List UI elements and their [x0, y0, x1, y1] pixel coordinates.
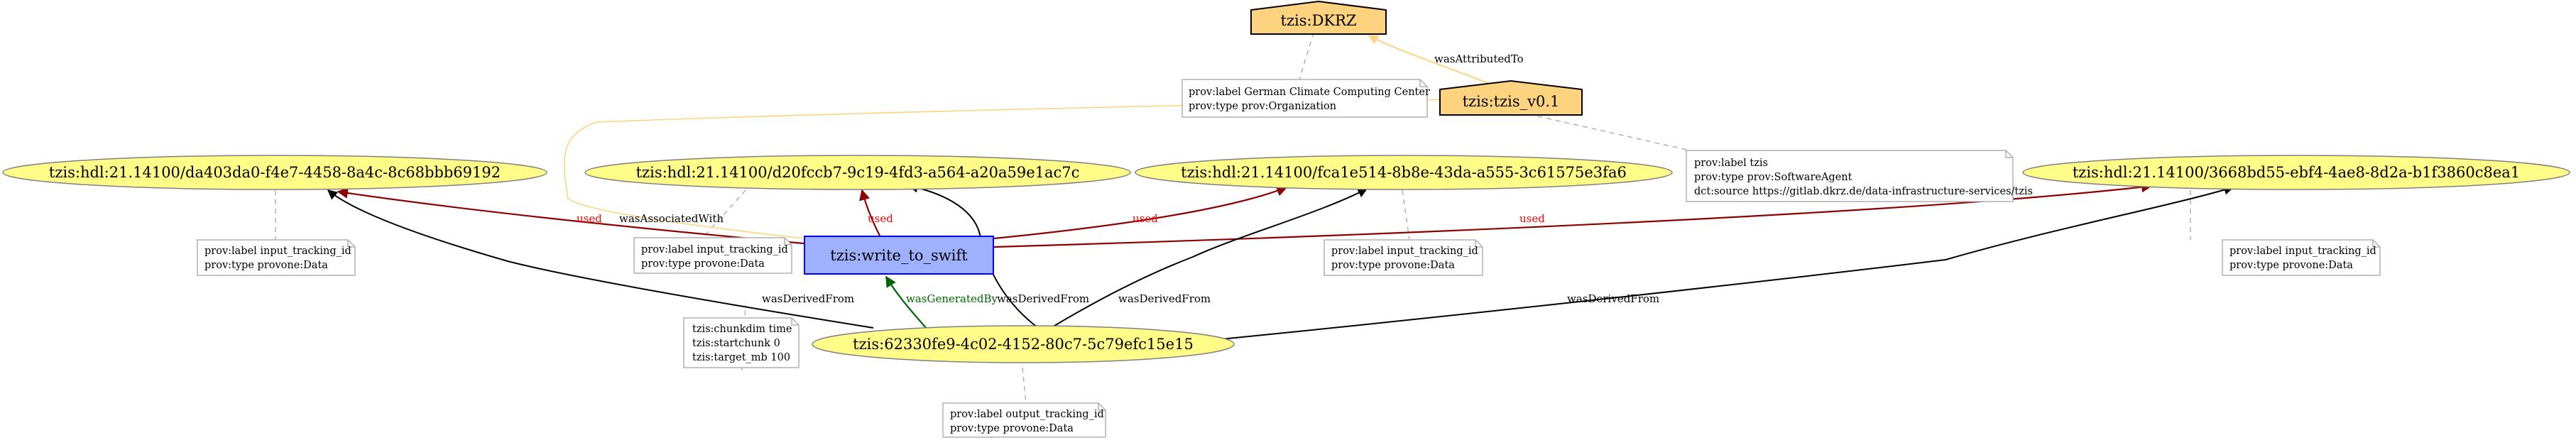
edge-label-used-fca1e: used — [1133, 212, 1158, 225]
node-label-tzis-v01: tzis:tzis_v0.1 — [1463, 93, 1560, 110]
note-fca1e: prov:label input_tracking_id prov:type p… — [1324, 239, 1483, 276]
edge-label-wasgeneratedby: wasGeneratedBy — [906, 292, 998, 305]
node-activity-write-to-swift[interactable]: tzis:write_to_swift — [804, 236, 994, 275]
node-entity-da403[interactable]: tzis:hdl:21.14100/da403da0-f4e7-4458-8a4… — [2, 155, 547, 190]
note-line: prov:type provone:Data — [950, 423, 1074, 434]
edge-wasderivedfrom-fca1e — [1050, 188, 1368, 329]
note-line: prov:label German Climate Computing Cent… — [1189, 87, 1430, 98]
note-line: tzis:chunkdim time — [692, 324, 792, 335]
node-label-entity-3668b: tzis:hdl:21.14100/3668bd55-ebf4-4ae8-8d2… — [2073, 164, 2520, 181]
edge-label-wasassociatedwith: wasAssociatedWith — [619, 212, 724, 225]
annotation-link-output — [1022, 367, 1027, 404]
node-entity-output[interactable]: tzis:62330fe9-4c02-4152-80c7-5c79efc15e1… — [812, 325, 1235, 363]
note-activity: tzis:chunkdim time tzis:startchunk 0 tzi… — [683, 317, 799, 368]
edge-label-used-d20fc: used — [868, 212, 893, 225]
annotation-link-tzis — [1519, 111, 1691, 151]
note-line: prov:label input_tracking_id — [1331, 246, 1478, 257]
edge-label-wasderivedfrom-3668b: wasDerivedFrom — [1567, 292, 1659, 305]
edge-used-fca1e — [993, 185, 1288, 240]
node-tzis-v01[interactable]: tzis:tzis_v0.1 — [1439, 79, 1583, 116]
note-line: prov:label input_tracking_id — [641, 244, 788, 255]
node-dkrz[interactable]: tzis:DKRZ — [1250, 0, 1387, 35]
note-da403: prov:label input_tracking_id prov:type p… — [197, 239, 356, 276]
note-line: dct:source https://gitlab.dkrz.de/data-i… — [1694, 186, 2033, 197]
note-line: prov:label input_tracking_id — [2230, 246, 2376, 257]
node-entity-d20fc[interactable]: tzis:hdl:21.14100/d20fccb7-9c19-4fd3-a56… — [584, 155, 1131, 190]
edge-wasgeneratedby — [885, 275, 927, 329]
note-dkrz: prov:label German Climate Computing Cent… — [1181, 79, 1430, 118]
note-output: prov:label output_tracking_id prov:type … — [942, 402, 1106, 438]
note-line: tzis:target_mb 100 — [692, 352, 790, 363]
node-label-entity-d20fc: tzis:hdl:21.14100/d20fccb7-9c19-4fd3-a56… — [636, 164, 1080, 181]
annotation-link-d20fc — [702, 189, 746, 238]
edge-label-wasderivedfrom-fca1e: wasDerivedFrom — [1118, 292, 1211, 305]
note-line: prov:label tzis — [1694, 158, 1768, 169]
note-line: prov:type prov:Organization — [1189, 101, 1336, 112]
node-label-entity-fca1e: tzis:hdl:21.14100/fca1e514-8b8e-43da-a55… — [1181, 164, 1627, 181]
node-label-dkrz: tzis:DKRZ — [1281, 12, 1357, 29]
edge-wasderivedfrom-da403 — [327, 189, 874, 329]
edge-label-wasderivedfrom-da403: wasDerivedFrom — [762, 292, 854, 305]
note-line: tzis:startchunk 0 — [692, 338, 780, 349]
note-line: prov:label input_tracking_id — [204, 246, 351, 257]
edge-label-wasderivedfrom-d20fc: wasDerivedFrom — [997, 292, 1089, 305]
edge-used-d20fc — [859, 189, 881, 238]
edge-label-used-da403: used — [577, 212, 602, 225]
node-label-activity: tzis:write_to_swift — [830, 247, 968, 264]
node-entity-3668b[interactable]: tzis:hdl:21.14100/3668bd55-ebf4-4ae8-8d2… — [2022, 155, 2570, 190]
note-line: prov:type provone:Data — [204, 260, 328, 271]
node-entity-fca1e[interactable]: tzis:hdl:21.14100/fca1e514-8b8e-43da-a55… — [1135, 155, 1673, 190]
note-line: prov:type provone:Data — [1331, 260, 1455, 271]
edge-label-used-3668b: used — [1519, 212, 1545, 225]
edge-wasderivedfrom-3668b — [1206, 185, 2234, 341]
note-3668b: prov:label input_tracking_id prov:type p… — [2222, 239, 2381, 276]
note-line: prov:label output_tracking_id — [950, 409, 1104, 420]
edge-used-3668b — [993, 181, 2153, 248]
node-label-entity-output: tzis:62330fe9-4c02-4152-80c7-5c79efc15e1… — [853, 336, 1194, 353]
edge-used-da403 — [337, 187, 804, 245]
note-tzis: prov:label tzis prov:type prov:SoftwareA… — [1686, 150, 2033, 202]
edge-wasattributedto — [1368, 35, 1490, 84]
annotation-link-dkrz — [1299, 32, 1314, 80]
annotation-link-fca1e — [1402, 189, 1410, 241]
edge-label-wasattributedto: wasAttributedTo — [1434, 53, 1524, 65]
edge-wasderivedfrom-d20fc — [907, 182, 1039, 329]
note-line: prov:type provone:Data — [2230, 260, 2353, 271]
note-line: prov:type prov:SoftwareAgent — [1694, 172, 1852, 183]
note-line: prov:type provone:Data — [641, 258, 765, 270]
node-label-entity-da403: tzis:hdl:21.14100/da403da0-f4e7-4458-8a4… — [49, 164, 501, 181]
note-d20fc: prov:label input_tracking_id prov:type p… — [633, 237, 792, 274]
